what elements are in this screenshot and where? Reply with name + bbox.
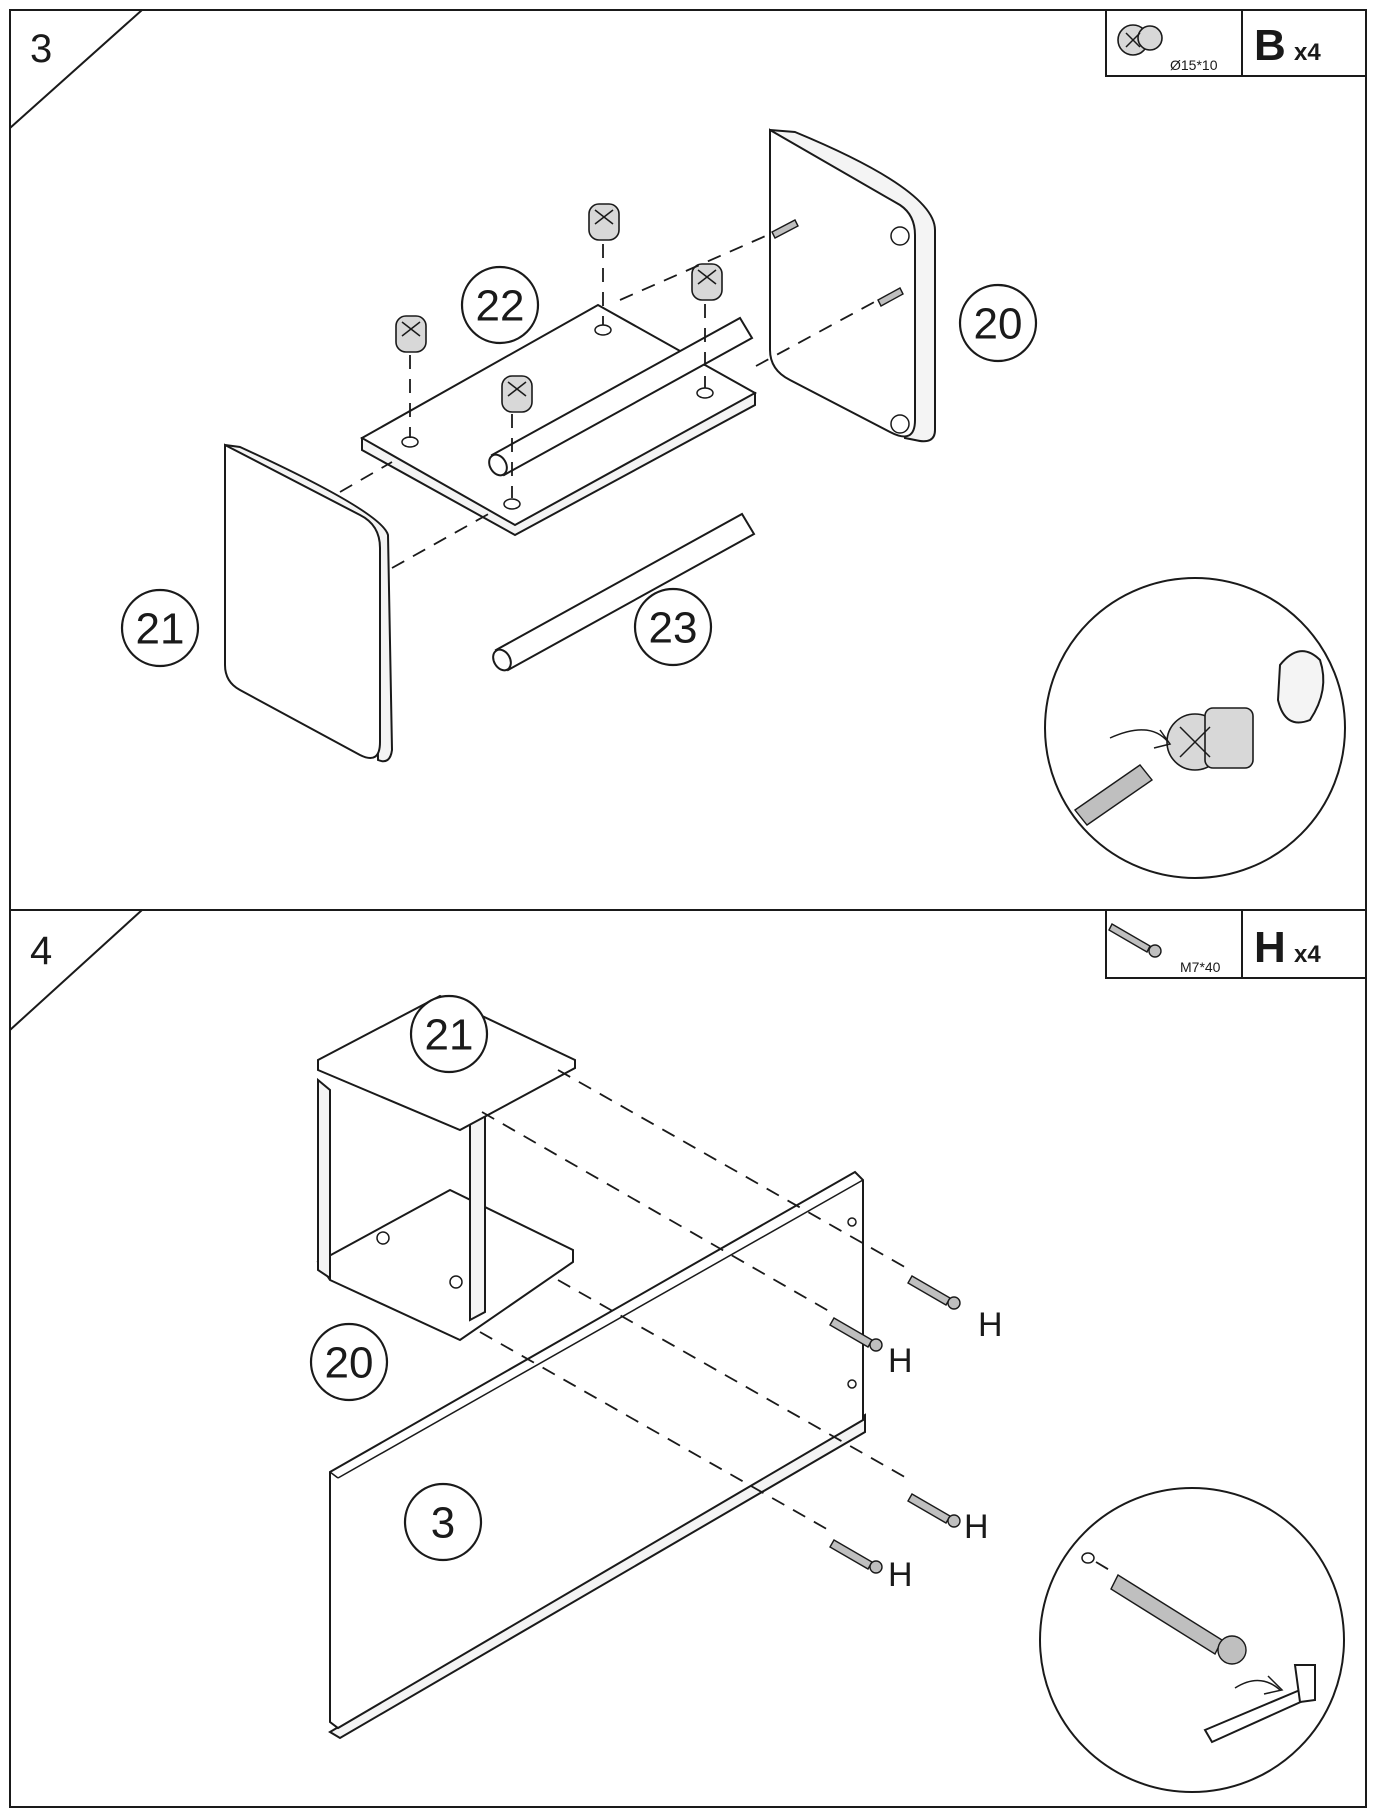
step-3-corner-slash [9,9,143,129]
part-3-back-panel [328,1170,866,1740]
part-23-label: 23 [633,587,713,667]
step-4-hardware-size: M7*40 [1180,959,1221,975]
svg-text:20: 20 [325,1339,374,1388]
screw-h-3-label: H [964,1508,989,1546]
screw-h-1 [907,1275,961,1310]
step-3-number: 3 [30,27,52,71]
step-4-frame [9,909,1367,1808]
part-23-rod-upper [488,316,754,477]
step-4-hardware-box: M7*40 H x4 [1105,909,1367,979]
step-3-guides [339,233,879,569]
svg-text:22: 22 [476,282,525,331]
step-4-guides [479,1069,911,1533]
screw-detail-icon [1110,1573,1247,1665]
cam-lock-icon [1117,24,1163,56]
screwdriver-icon [1073,729,1172,826]
screw-h-4 [829,1539,883,1574]
step-4-corner-slash [9,909,143,1031]
svg-text:23: 23 [649,604,698,653]
cam-lock-4 [691,263,723,301]
part-21-label-step4: 21 [409,994,489,1074]
step-4-hardware-letter: H [1254,923,1286,972]
svg-text:21: 21 [136,605,185,654]
cam-bolt-lower [877,287,904,307]
step-4-number: 4 [30,929,52,973]
part-20-label-step4: 20 [309,1322,389,1402]
step-3-hardware-size: Ø15*10 [1170,57,1218,73]
cam-lock-detail-icon [1166,707,1254,771]
cam-lock-2 [501,375,533,413]
svg-text:20: 20 [974,300,1023,349]
step-4-detail-circle [1039,1487,1345,1793]
cam-lock-3 [588,203,620,241]
screw-h-3 [907,1493,961,1528]
part-20-panel [769,128,936,443]
step-4-panel: 4 M7*40 H x4 [9,909,1367,1808]
hex-key-icon [1203,1664,1316,1744]
step-3-hardware-box: Ø15*10 B x4 [1105,9,1367,77]
screw-icon [1108,923,1162,958]
step-3-detail-circle [1044,577,1346,879]
screw-h-4-label: H [888,1556,913,1594]
part-20-label: 20 [958,283,1038,363]
cam-lock-1 [395,315,427,353]
step-3-hardware-count: x4 [1294,39,1321,66]
part-21-panel [224,443,394,763]
step-3-hardware-letter: B [1254,21,1286,70]
step-3-panel: 3 Ø15*10 B x4 [9,9,1367,911]
part-21-label: 21 [120,588,200,668]
part-3-label: 3 [403,1482,483,1562]
screw-h-1-label: H [978,1306,1003,1344]
screw-h-2 [829,1317,883,1352]
part-22-label: 22 [460,265,540,345]
part-22-shelf [359,303,758,537]
cam-bolt-upper [771,219,799,239]
svg-text:3: 3 [431,1499,455,1548]
screw-h-2-label: H [888,1342,913,1380]
step-4-hardware-count: x4 [1294,941,1321,968]
part-23-rod-lower [492,512,756,672]
svg-text:21: 21 [425,1011,474,1060]
